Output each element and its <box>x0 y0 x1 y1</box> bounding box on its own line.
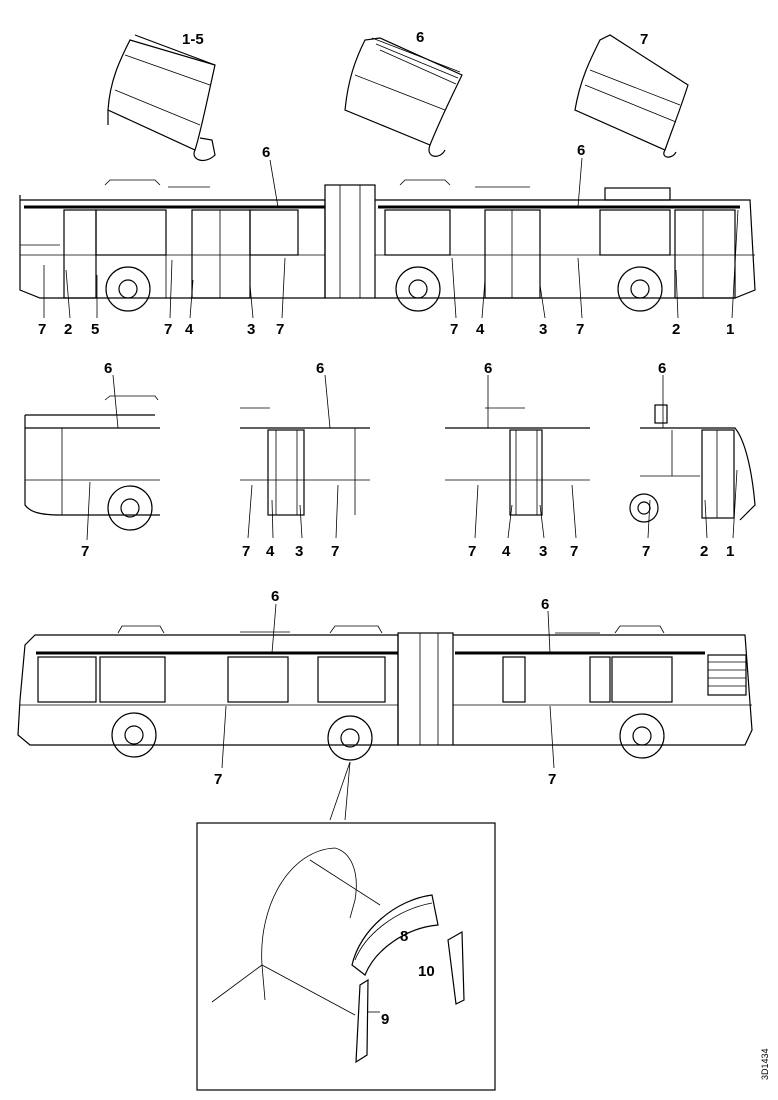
section3-label: 7 <box>468 543 476 560</box>
section4-label: 7 <box>642 543 650 560</box>
detail-label-1-5: 1-5 <box>182 31 204 48</box>
section3-label: 4 <box>502 543 511 560</box>
section3-label: 7 <box>570 543 578 560</box>
section2-label: 3 <box>295 543 303 560</box>
bus-side-view-lower <box>17 625 753 761</box>
trim-profile-detail-7 <box>574 34 689 158</box>
lower-label-6b: 6 <box>541 596 549 613</box>
section2-label: 4 <box>266 543 275 560</box>
upper-label: 2 <box>672 321 680 338</box>
trim-profile-detail-1-5 <box>107 34 216 162</box>
upper-label: 5 <box>91 321 99 338</box>
section2-label: 7 <box>242 543 250 560</box>
inset-label-9: 9 <box>381 1011 389 1028</box>
lower-label-7a: 7 <box>214 771 222 788</box>
section1-label: 7 <box>81 543 89 560</box>
section4-label: 2 <box>700 543 708 560</box>
section4-label-top: 6 <box>658 360 666 377</box>
inset-label-10: 10 <box>418 963 435 980</box>
upper-label: 2 <box>64 321 72 338</box>
trim-profile-detail-6 <box>344 37 463 157</box>
upper-label: 3 <box>247 321 255 338</box>
upper-label: 7 <box>164 321 172 338</box>
section4-label: 1 <box>726 543 734 560</box>
upper-label: 7 <box>38 321 46 338</box>
detail-label-6: 6 <box>416 29 424 46</box>
section-detail-front-end <box>629 375 756 539</box>
upper-label: 4 <box>185 321 194 338</box>
section-detail-rear-door <box>240 374 370 539</box>
upper-label-6a: 6 <box>262 144 270 161</box>
section2-label: 7 <box>331 543 339 560</box>
upper-callout-lines <box>43 157 739 319</box>
upper-label: 1 <box>726 321 734 338</box>
drawing-reference-code: 3D1434 <box>760 1048 770 1080</box>
section1-label-top: 6 <box>104 360 112 377</box>
section3-label: 3 <box>539 543 547 560</box>
lower-callout-lines <box>221 603 555 821</box>
section3-label-top: 6 <box>484 360 492 377</box>
wheel-arch-inset <box>196 822 496 1091</box>
upper-label: 7 <box>276 321 284 338</box>
upper-label-6b: 6 <box>577 142 585 159</box>
upper-label: 4 <box>476 321 485 338</box>
section-detail-middle-door <box>445 375 590 539</box>
inset-label-8: 8 <box>400 928 408 945</box>
upper-label: 3 <box>539 321 547 338</box>
upper-label: 7 <box>450 321 458 338</box>
detail-label-7: 7 <box>640 31 648 48</box>
section-detail-rear-end <box>24 374 160 541</box>
section2-label-top: 6 <box>316 360 324 377</box>
lower-label-6a: 6 <box>271 588 279 605</box>
upper-label: 7 <box>576 321 584 338</box>
bus-side-view-upper <box>19 179 756 312</box>
lower-label-7b: 7 <box>548 771 556 788</box>
